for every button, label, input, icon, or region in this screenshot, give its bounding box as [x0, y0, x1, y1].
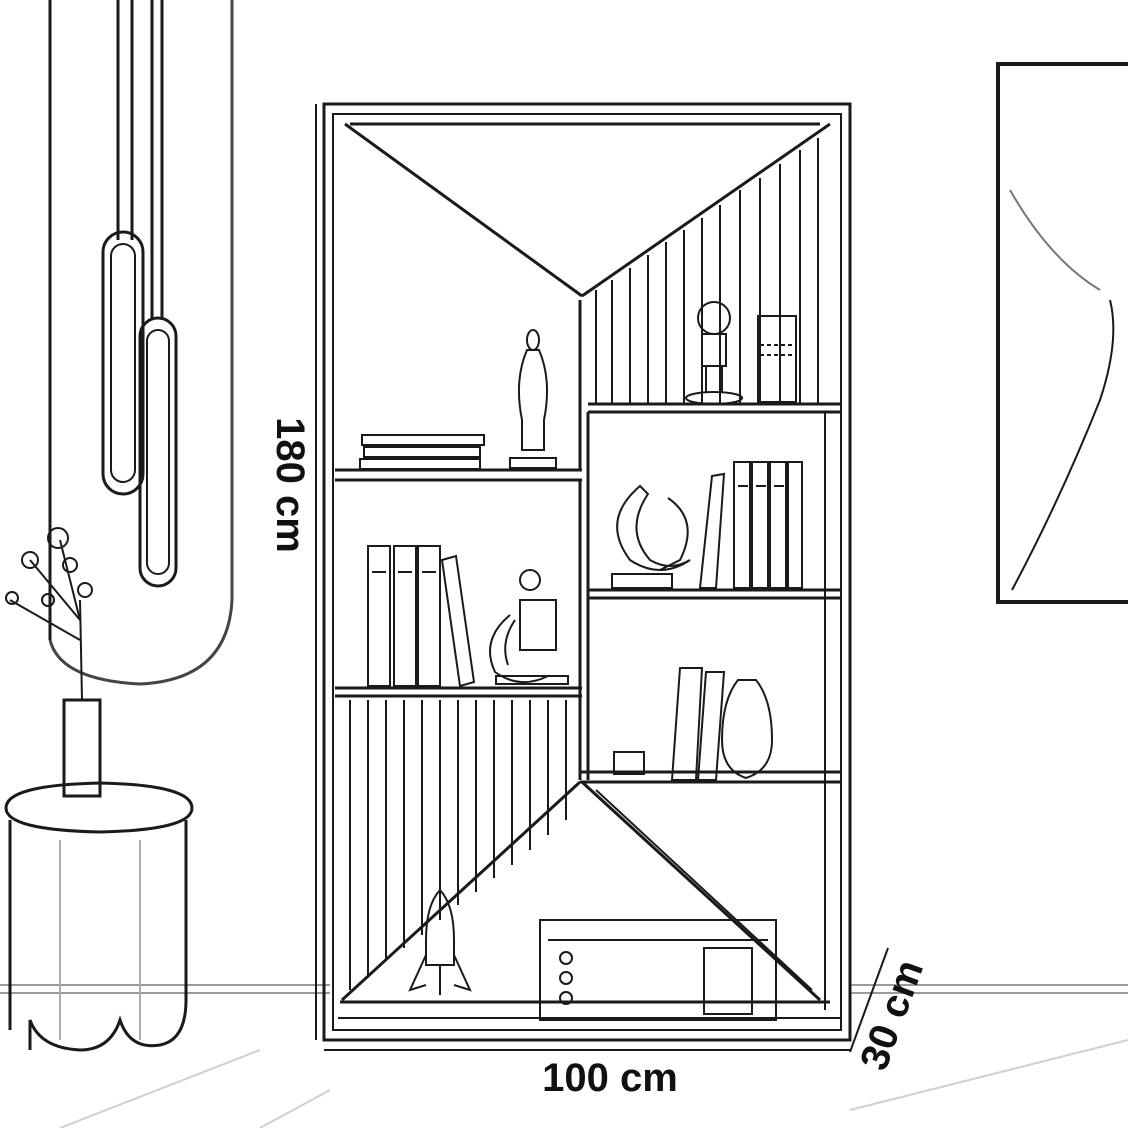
- right-column-shelves: [580, 412, 840, 1010]
- books-middle-right: [698, 461, 803, 589]
- striped-panel-bottom-left: [340, 700, 582, 1002]
- radio-box: [539, 919, 777, 1021]
- stacked-books-top-left: [359, 434, 485, 470]
- wall-picture-frame: [996, 62, 1128, 604]
- shelf-bottom: [340, 780, 830, 1004]
- striped-panel-top-right: [588, 138, 840, 414]
- left-column-shelves: [335, 480, 582, 780]
- vase-with-flowers: [5, 527, 102, 798]
- height-dimension-label: 180 cm: [268, 417, 312, 553]
- astronaut-figurine: [685, 301, 797, 405]
- globe-decoration: [489, 569, 569, 685]
- books-and-vase-lower-right: [613, 667, 774, 781]
- side-table: [4, 781, 194, 1052]
- books-middle-left: [367, 545, 476, 688]
- shelf-top-left: [335, 122, 831, 482]
- dimension-lines: [315, 104, 889, 1053]
- width-dimension-label: 100 cm: [542, 1056, 678, 1100]
- moon-sculpture: [611, 484, 691, 589]
- floor: [0, 984, 1128, 1128]
- pendant-lamp: [48, 0, 234, 686]
- bookshelf-frame: [322, 102, 852, 1042]
- rocket-figurine: [408, 888, 472, 995]
- statue-figurine: [509, 329, 557, 469]
